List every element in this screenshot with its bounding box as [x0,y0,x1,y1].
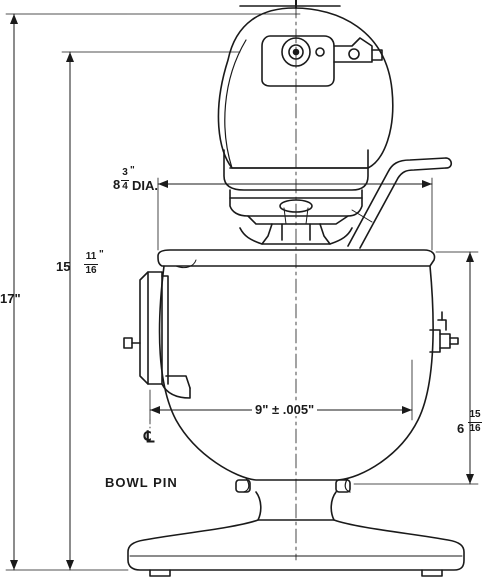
dia-unit: " [130,165,135,176]
dimension-17-line [5,13,301,571]
centerline-symbol: ℄ [144,429,155,446]
dimension-15-denominator: 16 [85,265,97,276]
dimension-15-line [61,51,241,571]
gearbox [229,189,363,245]
dimension-15-fraction-bar [84,264,98,265]
bowl-pin-label: BOWL PIN [105,475,178,490]
dimension-15-numerator: 11 [85,251,97,262]
dia-label: DIA. [132,178,158,193]
bowl-height-denominator: 16 [469,423,481,434]
mixer-base [127,491,465,577]
dia-numerator: 3 [122,167,128,178]
dia-fraction-bar [121,180,129,181]
dimension-17-label: 17" [0,291,21,306]
bowl-lift-handle [347,157,453,249]
bowl-height-numerator: 15 [469,409,481,420]
bowl [123,249,459,493]
dia-dimension-line [157,177,433,251]
dimension-15-whole: 15 [56,259,71,274]
bowl-height-fraction-bar [468,422,482,423]
dia-denominator: 4 [122,181,128,192]
bowl-pin-dimension-label: 9" ± .005" [252,403,318,416]
motor-head [217,0,394,191]
bowl-height-whole: 6 [457,421,465,436]
dia-whole: 8 [113,177,121,192]
dimension-15-unit: " [99,249,104,260]
bowl-height-dimension-line [353,251,479,485]
